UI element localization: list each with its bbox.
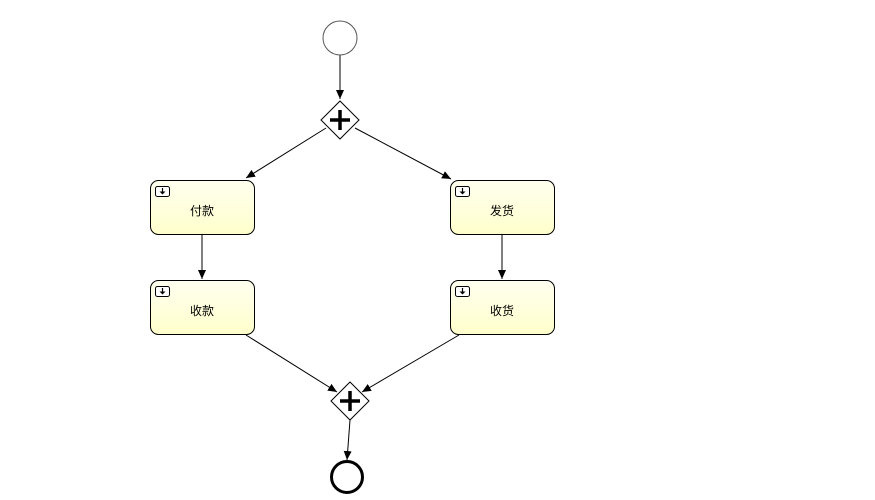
flow-receive-payment-to-join[interactable]	[245, 334, 338, 393]
flow-join-to-end[interactable]	[343, 419, 352, 461]
task-label: 收货	[490, 303, 514, 318]
sequence-flows	[198, 55, 506, 461]
fork-gateway[interactable]	[320, 100, 360, 140]
end-event[interactable]	[330, 460, 364, 494]
flow-fork-to-pay[interactable]	[245, 127, 327, 179]
task-ship[interactable]: 发货	[450, 180, 555, 235]
start-event[interactable]	[322, 20, 358, 56]
plus-icon	[340, 391, 360, 411]
task-label: 发货	[490, 203, 514, 218]
task-box	[150, 180, 255, 235]
flow-receive-goods-to-join[interactable]	[361, 334, 460, 393]
task-pay[interactable]: 付款	[150, 180, 255, 235]
user-task-icon	[155, 286, 170, 297]
plus-icon	[330, 110, 350, 130]
task-receive-payment[interactable]: 收款	[150, 280, 255, 335]
user-task-icon	[155, 186, 170, 197]
user-task-icon	[455, 286, 470, 297]
task-box	[450, 280, 555, 335]
task-receive-goods[interactable]: 收货	[450, 280, 555, 335]
task-label: 收款	[190, 304, 214, 318]
task-label: 付款	[190, 204, 214, 218]
user-task-icon	[455, 186, 470, 197]
join-gateway[interactable]	[330, 381, 370, 421]
flow-fork-to-ship[interactable]	[354, 127, 452, 180]
task-box	[450, 180, 555, 235]
task-box	[150, 280, 255, 335]
